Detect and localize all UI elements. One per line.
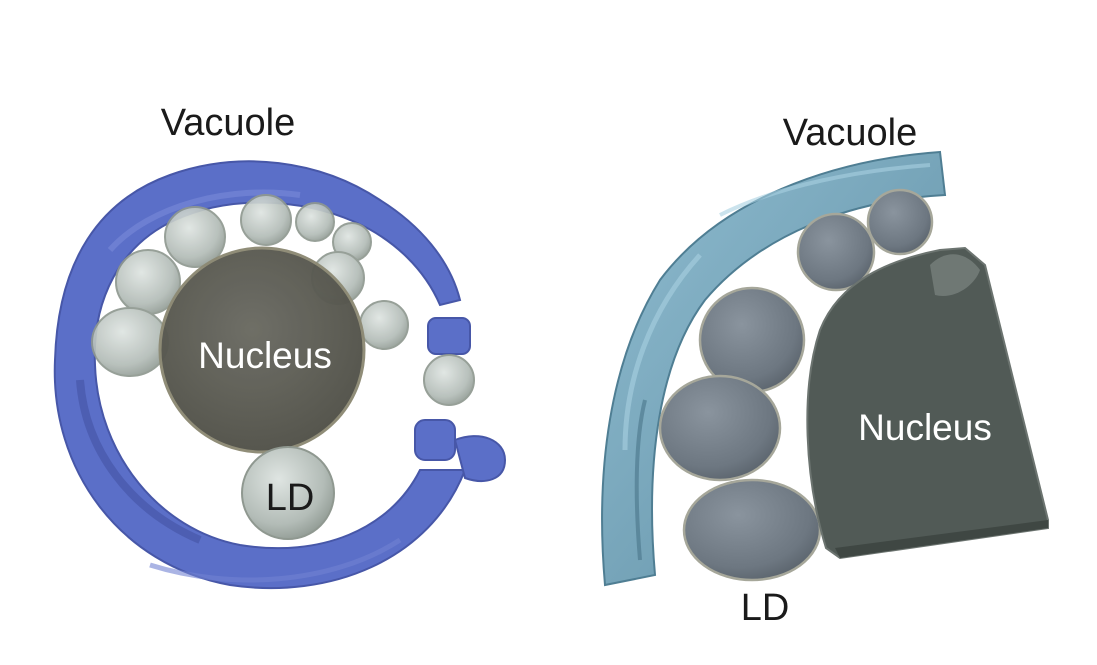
right-vacuole-label: Vacuole [783, 112, 918, 154]
lipid-droplet [359, 300, 409, 350]
left-nucleus [158, 246, 366, 454]
right-ld-label: LD [741, 587, 790, 629]
lipid-droplet [240, 194, 292, 246]
right-nucleus [806, 246, 1049, 560]
right-vacuole [601, 150, 947, 587]
lipid-droplet [796, 212, 876, 292]
right-panel: Vacuole Nucleus LD [601, 112, 1049, 629]
right-nucleus-label: Nucleus [858, 407, 992, 448]
lipid-droplet [91, 307, 169, 377]
left-vacuole-label: Vacuole [161, 102, 296, 144]
left-vacuole [53, 160, 507, 589]
lipid-droplet [164, 206, 226, 268]
left-ld-label: LD [266, 477, 315, 519]
left-panel: Vacuole Nucleus LD [53, 102, 507, 589]
lipid-droplet [658, 374, 782, 482]
lipid-droplet [682, 478, 822, 582]
left-ld-droplet [241, 446, 335, 540]
lipid-droplet [423, 354, 475, 406]
right-lipid-droplets [658, 188, 934, 582]
lipid-droplet [866, 188, 934, 256]
lipid-droplet [295, 202, 335, 242]
left-nucleus-label: Nucleus [198, 335, 332, 376]
